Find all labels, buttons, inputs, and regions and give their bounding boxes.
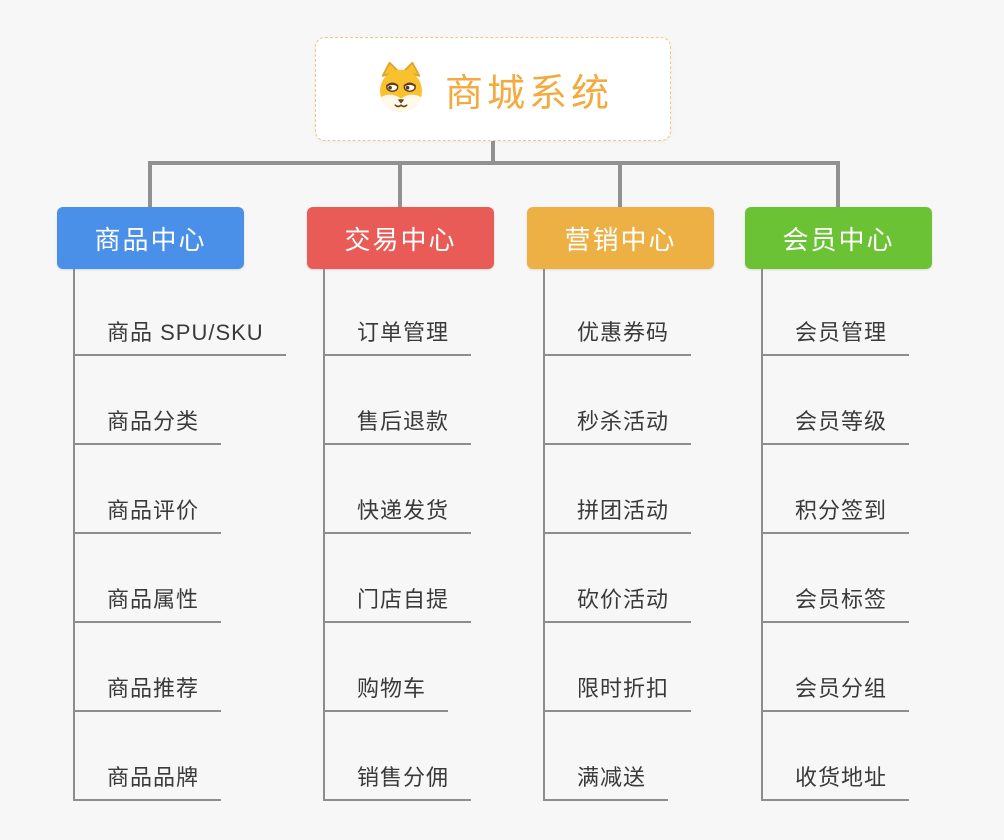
child-topic[interactable]: 砍价活动	[543, 585, 692, 623]
root-node[interactable]: 商城系统	[315, 37, 671, 141]
child-topic[interactable]: 商品 SPU/SKU	[73, 318, 286, 356]
connector-drop-goods	[148, 161, 152, 207]
branch-label: 交易中心	[344, 224, 457, 255]
child-topic[interactable]: 商品品牌	[73, 763, 222, 801]
connector-drop-trade	[398, 161, 402, 207]
branch-node-goods[interactable]: 商品中心	[57, 207, 244, 269]
child-topic[interactable]: 拼团活动	[543, 496, 692, 534]
connector-root-stub	[491, 141, 495, 162]
spine-member	[761, 269, 763, 801]
child-topic[interactable]: 销售分佣	[323, 763, 472, 801]
connector-drop-marketing	[618, 161, 622, 207]
child-topic[interactable]: 商品推荐	[73, 674, 222, 712]
child-topic[interactable]: 会员等级	[761, 407, 910, 445]
child-topic[interactable]: 商品评价	[73, 496, 222, 534]
connector-drop-member	[836, 161, 840, 207]
branch-node-trade[interactable]: 交易中心	[307, 207, 494, 269]
child-topic[interactable]: 售后退款	[323, 407, 472, 445]
child-topic[interactable]: 购物车	[323, 674, 449, 712]
branch-node-member[interactable]: 会员中心	[745, 207, 932, 269]
child-topic[interactable]: 积分签到	[761, 496, 910, 534]
child-topic[interactable]: 优惠券码	[543, 318, 692, 356]
connector-horizontal	[148, 161, 840, 165]
child-topic[interactable]: 限时折扣	[543, 674, 692, 712]
spine-trade	[323, 269, 325, 801]
child-topic[interactable]: 会员管理	[761, 318, 910, 356]
dog-face-icon	[379, 61, 422, 112]
child-topic[interactable]: 秒杀活动	[543, 407, 692, 445]
child-topic[interactable]: 会员分组	[761, 674, 910, 712]
child-topic[interactable]: 满减送	[543, 763, 669, 801]
spine-goods	[73, 269, 75, 801]
child-topic[interactable]: 会员标签	[761, 585, 910, 623]
branch-label: 商品中心	[94, 224, 207, 255]
spine-marketing	[543, 269, 545, 801]
child-topic[interactable]: 收货地址	[761, 763, 910, 801]
root-title: 商城系统	[444, 72, 613, 115]
child-topic[interactable]: 商品属性	[73, 585, 222, 623]
child-topic[interactable]: 订单管理	[323, 318, 472, 356]
branch-label: 会员中心	[782, 224, 895, 255]
branch-label: 营销中心	[564, 224, 677, 255]
child-topic[interactable]: 快递发货	[323, 496, 472, 534]
child-topic[interactable]: 商品分类	[73, 407, 222, 445]
child-topic[interactable]: 门店自提	[323, 585, 472, 623]
branch-node-marketing[interactable]: 营销中心	[527, 207, 714, 269]
